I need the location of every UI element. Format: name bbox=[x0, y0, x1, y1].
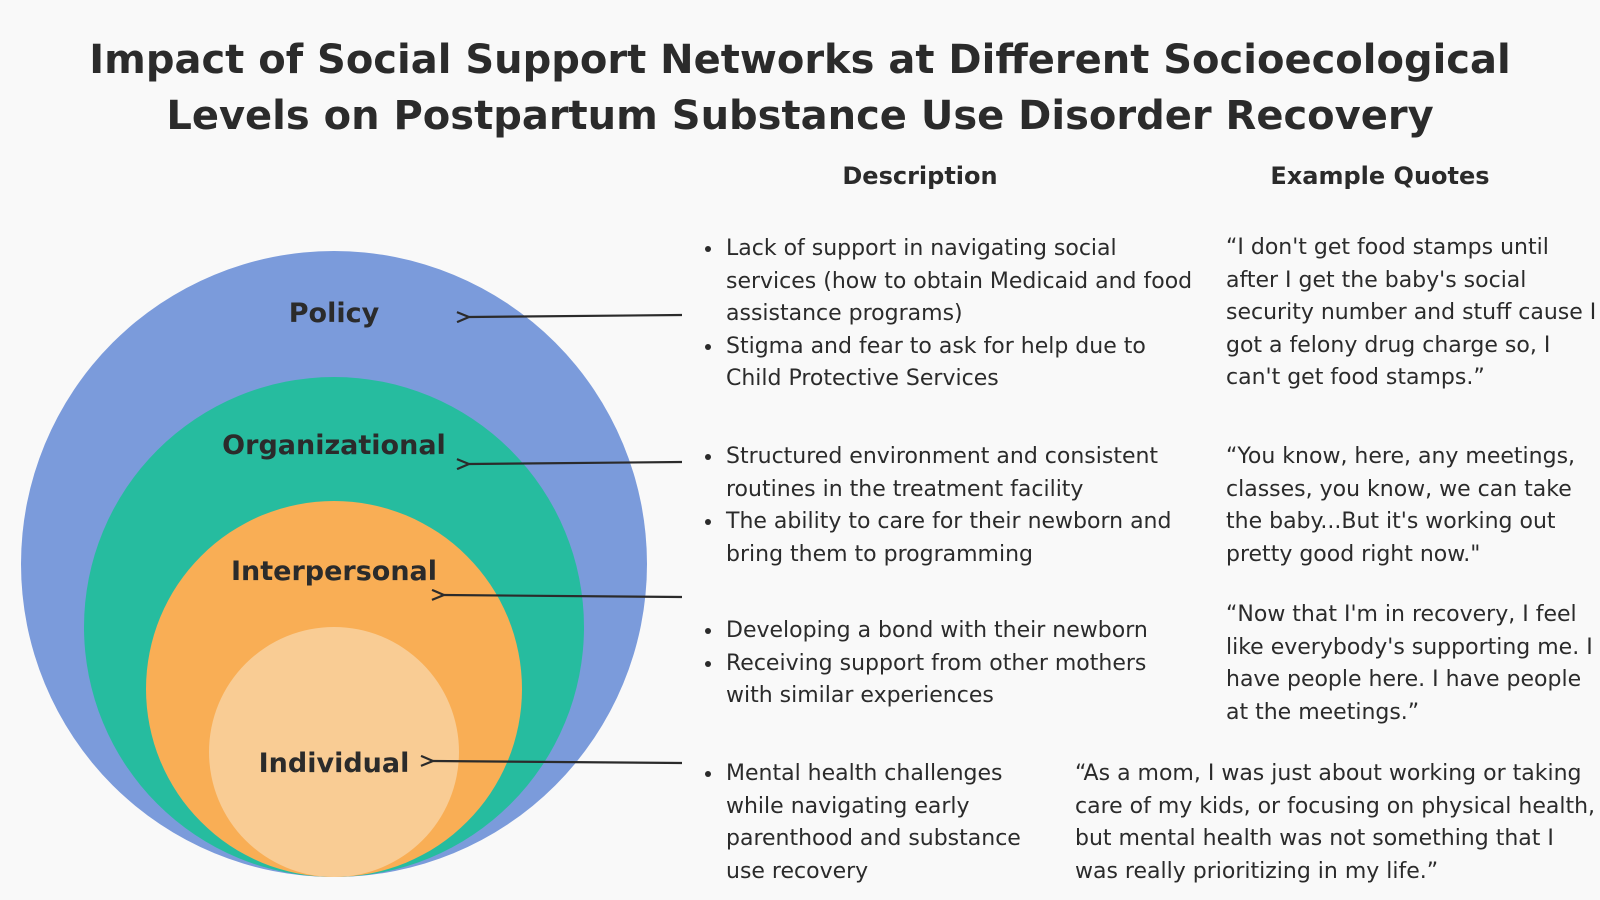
individual-quote: “As a mom, I was just about working or t… bbox=[1075, 761, 1596, 884]
interpersonal-bullet-1: Developing a bond with their newborn bbox=[724, 615, 1194, 648]
quotes-header: Example Quotes bbox=[1270, 162, 1490, 190]
interpersonal-arrow bbox=[444, 595, 683, 597]
policy-label: Policy bbox=[289, 298, 380, 329]
organizational-label: Organizational bbox=[222, 430, 446, 461]
individual-bullet-1: Mental health challenges while navigatin… bbox=[724, 758, 1024, 888]
policy-quote: “I don't get food stamps until after I g… bbox=[1226, 235, 1597, 390]
individual-arrow bbox=[433, 761, 683, 763]
policy-arrow bbox=[469, 315, 683, 317]
organizational-bullet-1: Structured environment and consistent ro… bbox=[724, 441, 1194, 506]
policy-bullet-1: Lack of support in navigating social ser… bbox=[724, 233, 1194, 331]
interpersonal-label: Interpersonal bbox=[231, 556, 437, 587]
individual-circle bbox=[209, 627, 459, 877]
policy-bullet-2: Stigma and fear to ask for help due to C… bbox=[724, 331, 1194, 396]
title-line-1: Impact of Social Support Networks at Dif… bbox=[89, 37, 1511, 83]
diagram-title: Impact of Social Support Networks at Dif… bbox=[0, 32, 1600, 144]
interpersonal-quote: “Now that I'm in recovery, I feel like e… bbox=[1226, 602, 1593, 725]
description-header: Description bbox=[842, 162, 998, 190]
organizational-bullet-2: The ability to care for their newborn an… bbox=[724, 506, 1194, 571]
organizational-arrow bbox=[469, 462, 683, 464]
title-line-2: Levels on Postpartum Substance Use Disor… bbox=[166, 93, 1434, 139]
individual-label: Individual bbox=[259, 748, 410, 779]
organizational-description: Structured environment and consistent ro… bbox=[694, 441, 1194, 571]
individual-description: Mental health challenges while navigatin… bbox=[694, 758, 1024, 888]
organizational-quote: “You know, here, any meetings, classes, … bbox=[1226, 444, 1576, 567]
interpersonal-description: Developing a bond with their newborn Rec… bbox=[694, 615, 1194, 713]
policy-description: Lack of support in navigating social ser… bbox=[694, 233, 1194, 396]
interpersonal-bullet-2: Receiving support from other mothers wit… bbox=[724, 648, 1194, 713]
